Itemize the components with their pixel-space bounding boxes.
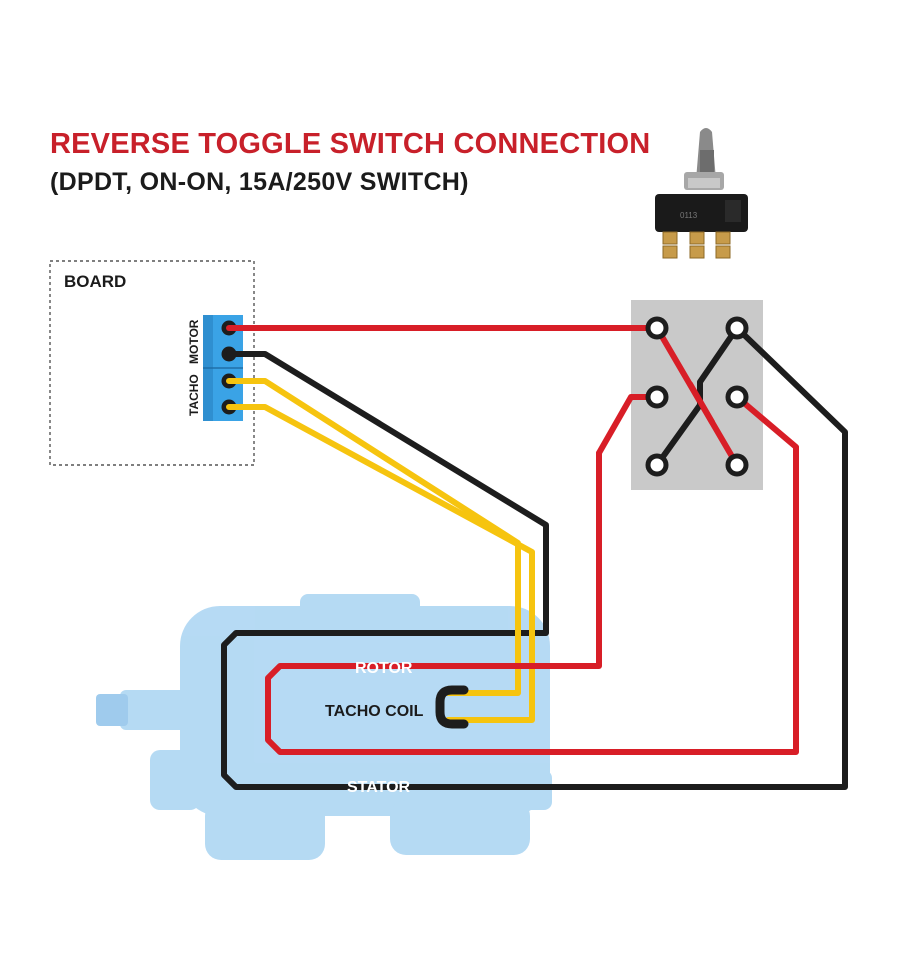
- washing-machine-motor-icon: [96, 594, 552, 860]
- toggle-switch-icon: 0113: [655, 128, 748, 259]
- yellow-wire-tacho-2: [226, 404, 535, 723]
- black-wire-board-to-stator: [221, 325, 848, 790]
- switch-terminal-mid-right: [725, 385, 749, 409]
- diagram-title: REVERSE TOGGLE SWITCH CONNECTION: [50, 128, 651, 160]
- board-box: [49, 260, 255, 466]
- motor-terminal-label: MOTOR: [187, 319, 201, 364]
- switch-photo-marking: 0113: [680, 211, 698, 220]
- stator-label: STATOR: [347, 779, 411, 796]
- tacho-terminal-label: TACHO: [187, 374, 201, 416]
- tacho-coil: [435, 685, 469, 729]
- switch-cross-black: [654, 325, 740, 468]
- red-wire-rotor-loop: [265, 394, 799, 755]
- terminal-block: [203, 315, 243, 421]
- switch-terminal-top-right: [725, 316, 749, 340]
- switch-terminals: [645, 316, 749, 477]
- switch-terminal-bottom-right: [725, 453, 749, 477]
- switch-terminal-mid-left: [645, 385, 669, 409]
- switch-terminal-top-left: [645, 316, 669, 340]
- board-label: BOARD: [64, 272, 126, 291]
- diagram-subtitle: (DPDT, ON-ON, 15A/250V SWITCH): [50, 168, 469, 196]
- rotor-label: ROTOR: [355, 660, 413, 677]
- tacho-coil-label: TACHO COIL: [325, 703, 424, 720]
- switch-cross-red-over: [687, 381, 715, 425]
- switch-terminal-bottom-left: [645, 453, 669, 477]
